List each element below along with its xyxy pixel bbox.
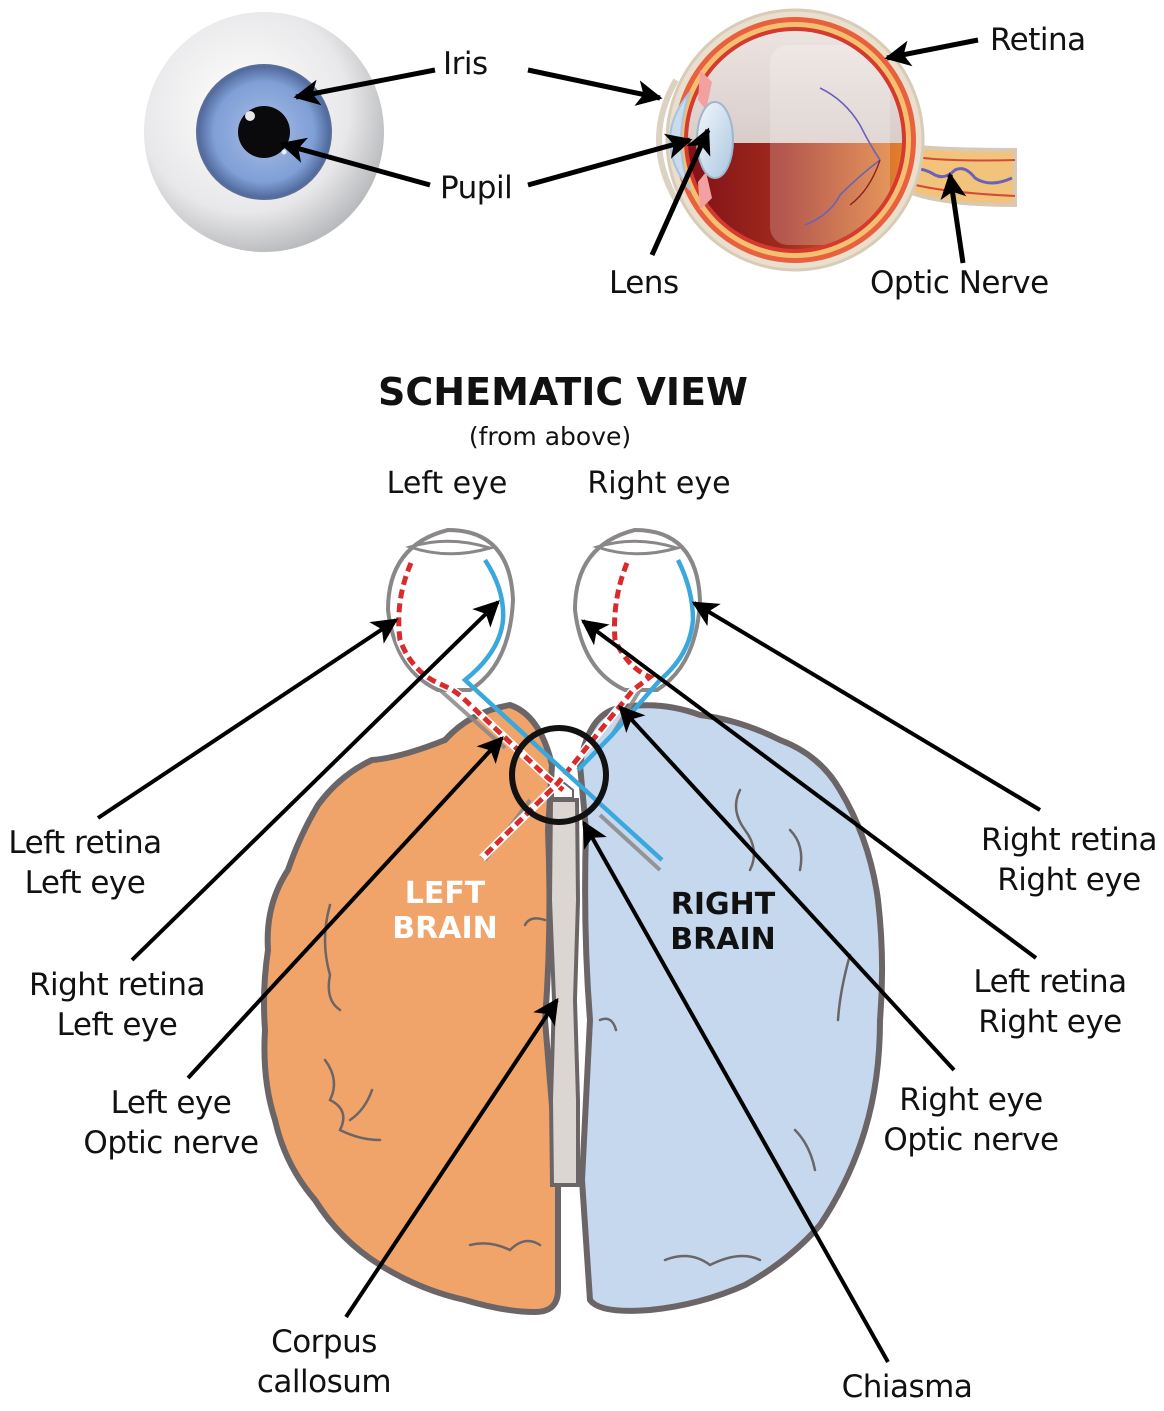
pupil-arrow [279,137,431,188]
iris-arrow [293,67,436,106]
right-retina-left-eye-label: Right retina Left eye [28,967,206,1044]
front-eyeball [144,12,384,252]
pupil-label: Pupil [440,170,513,206]
arrow-corpus-callosum [344,997,559,1319]
lens-arrow [649,127,711,257]
side-iris-arrow [527,67,663,106]
chiasma-label: Chiasma [841,1369,973,1405]
arrow-right-retina-left-eye [130,600,500,962]
left-brain-label: LEFT BRAIN [392,876,498,946]
schematic-left-eye [385,527,516,692]
arrow-left-optic-nerve [186,736,504,1080]
schematic-title: SCHEMATIC VIEW [378,370,748,414]
arrow-right-optic-nerve [618,705,956,1072]
left-eye-header: Left eye [386,466,508,501]
schematic-subtitle: (from above) [468,422,632,451]
side-pupil-arrow [527,133,693,188]
lens-label: Lens [609,265,679,301]
chiasma-circle [509,725,609,825]
right-eye-header: Right eye [587,466,731,501]
optic-nerve-arrow [940,172,967,264]
arrow-left-retina-left-eye [96,618,399,820]
iris-label: Iris [443,46,488,82]
right-brain-label: RIGHT BRAIN [670,887,776,957]
right-retina-right-eye-label: Right retina Right eye [980,822,1158,899]
brain [261,702,886,1315]
side-eye-cross-section [656,8,1017,272]
optic-nerve-label: Optic Nerve [870,265,1049,301]
left-retina-pathway [394,561,658,861]
left-retina-right-eye-label: Left retina Right eye [973,964,1127,1041]
left-eye-optic-nerve-label: Left eye Optic nerve [83,1085,259,1162]
arrow-right-retina-right-eye [691,601,1042,812]
arrow-chiasma [582,820,890,1363]
retina-arrow [884,37,979,67]
retina-label: Retina [990,22,1086,58]
right-eye-optic-nerve-label: Right eye Optic nerve [883,1082,1059,1159]
arrow-left-retina-right-eye [580,619,1038,960]
left-retina-left-eye-label: Left retina Left eye [8,825,162,902]
right-hemisphere [577,702,886,1314]
corpus-callosum-label: Corpus callosum [256,1324,392,1401]
corpus-callosum-shape [547,798,581,1187]
